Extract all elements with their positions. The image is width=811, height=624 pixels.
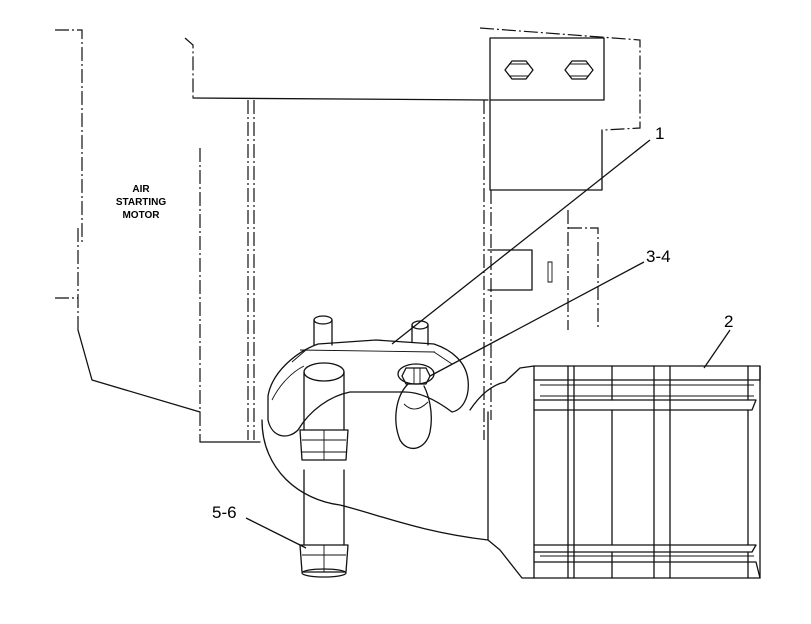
mounting-bracket bbox=[479, 27, 641, 440]
svg-text:MOTOR: MOTOR bbox=[122, 210, 160, 221]
elbow-body bbox=[261, 365, 535, 579]
leader-1 bbox=[391, 139, 651, 345]
long-bolt bbox=[299, 362, 349, 578]
callout-3-4: 3-4 bbox=[646, 247, 671, 266]
small-bolt-and-washer bbox=[395, 363, 435, 450]
leader-lines bbox=[245, 139, 731, 549]
callout-1: 1 bbox=[655, 124, 664, 143]
air-starting-motor-label: AIR STARTING MOTOR bbox=[116, 184, 167, 221]
svg-text:AIR: AIR bbox=[132, 184, 150, 195]
clamp-plate bbox=[267, 339, 469, 437]
hose-sleeve bbox=[533, 365, 761, 579]
callout-5-6: 5-6 bbox=[212, 503, 237, 522]
leader-5-6 bbox=[245, 517, 307, 549]
stud bbox=[313, 315, 429, 346]
hex-bolt-left bbox=[504, 60, 534, 80]
motor-housing bbox=[55, 29, 489, 443]
leader-2 bbox=[703, 329, 731, 369]
callout-2: 2 bbox=[724, 312, 733, 331]
hex-bolt-right bbox=[564, 60, 594, 80]
svg-text:STARTING: STARTING bbox=[116, 197, 167, 208]
leader-3-4 bbox=[429, 261, 645, 377]
